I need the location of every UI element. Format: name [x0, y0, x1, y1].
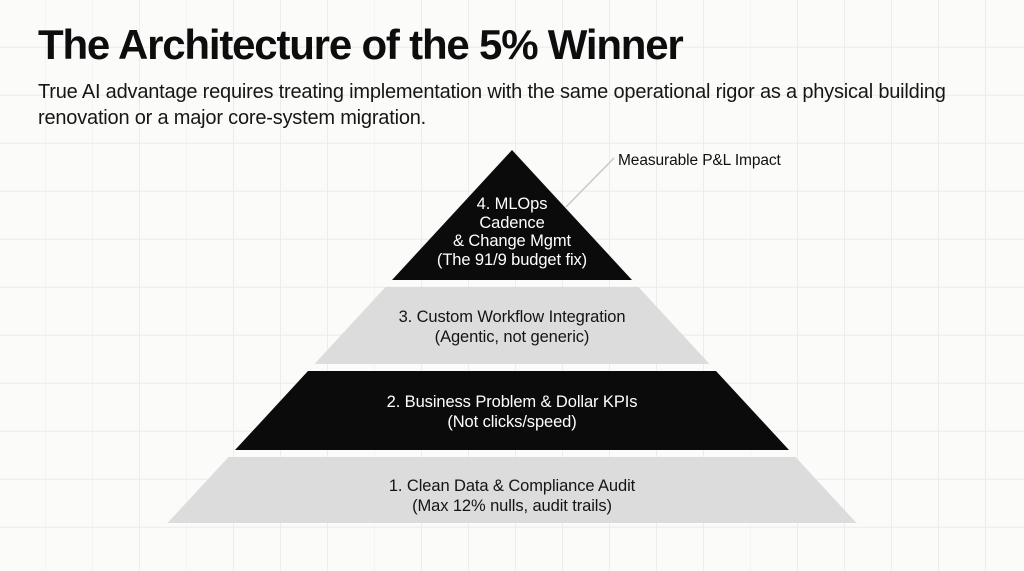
slide-title: The Architecture of the 5% Winner — [38, 21, 684, 68]
pyramid-level-1-shape — [167, 457, 857, 523]
pyramid-level-4-shape — [392, 150, 632, 280]
annotation-leader-line — [565, 157, 615, 208]
pyramid-level-2-shape — [235, 371, 789, 450]
pyramid-level-3-shape — [314, 287, 710, 364]
annotation-label: Measurable P&L Impact — [618, 152, 781, 169]
slide-subtitle: True AI advantage requires treating impl… — [38, 81, 946, 129]
